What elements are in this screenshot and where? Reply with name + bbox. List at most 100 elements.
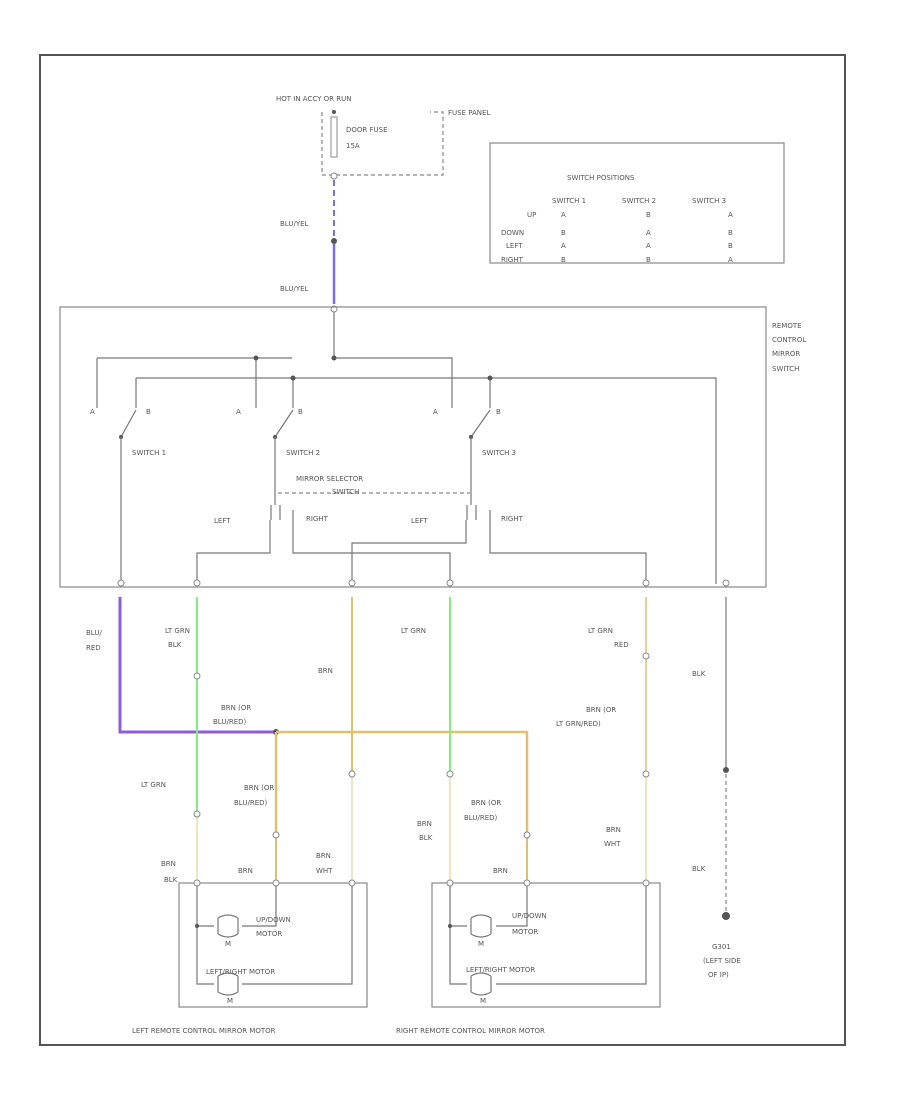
switch-2-label: SWITCH 2 xyxy=(286,449,320,457)
switch-bus-lower xyxy=(135,377,717,584)
fuse-icon xyxy=(330,116,338,158)
switch-pin xyxy=(642,579,650,587)
wire-label: BRN xyxy=(606,826,621,834)
remote-control-mirror-switch xyxy=(59,306,767,588)
wire-label: BLK xyxy=(419,834,433,842)
selector-right-2: RIGHT xyxy=(501,515,524,523)
wire-label: BLU/RED) xyxy=(464,814,498,822)
ground-point xyxy=(722,912,730,920)
table-row-label: DOWN xyxy=(501,229,524,237)
ground-desc-1: (LEFT SIDE xyxy=(703,957,741,965)
switch-pin xyxy=(348,579,356,587)
up-down-label-1: UP/DOWN xyxy=(512,912,547,920)
ground-id: G301 xyxy=(712,943,731,951)
table-cell: B xyxy=(646,211,651,219)
switch-pin xyxy=(446,579,454,587)
table-cell: B xyxy=(728,229,733,237)
table-cell: A xyxy=(646,229,651,237)
table-cell: A xyxy=(561,211,566,219)
wire-label: WHT xyxy=(604,840,621,848)
motor-m: M xyxy=(227,997,233,1005)
table-cell: B xyxy=(561,256,566,264)
wire-label: BRN xyxy=(417,820,432,828)
wire-label: BRN xyxy=(493,867,508,875)
right-remote-control-mirror-motor: M UP/DOWN MOTOR M LEFT/RIGHT MOTOR xyxy=(431,879,661,1008)
inline-connector xyxy=(193,810,201,818)
table-row-label: LEFT xyxy=(506,242,523,250)
fuse-panel-outline xyxy=(321,111,444,176)
up-down-motor: M UP/DOWN MOTOR xyxy=(470,912,547,948)
left-remote-control-mirror-motor: M UP/DOWN MOTOR M LEFT/RIGHT MOTOR xyxy=(178,879,368,1008)
inline-connector xyxy=(272,831,280,839)
inline-connector xyxy=(348,770,356,778)
splice-blu-yel xyxy=(331,238,337,244)
inline-connector xyxy=(523,831,531,839)
inline-connector xyxy=(446,770,454,778)
table-cell: A xyxy=(646,242,651,250)
switch-3: A B SWITCH 3 xyxy=(433,408,516,505)
motor-m: M xyxy=(225,940,231,948)
wire-label: LT GRN xyxy=(165,627,190,635)
wire-label: BRN xyxy=(238,867,253,875)
wire-label: BLU/ xyxy=(86,629,102,637)
mirror-selector-label-1: MIRROR SELECTOR xyxy=(296,475,363,483)
wire-label: LT GRN xyxy=(588,627,613,635)
selector-left-1: LEFT xyxy=(214,517,231,525)
left-mirror-motor-label: LEFT REMOTE CONTROL MIRROR MOTOR xyxy=(132,1027,276,1035)
wire-label: LT GRN/RED) xyxy=(556,720,601,728)
table-row-label: RIGHT xyxy=(501,256,524,264)
wire-label: BLK xyxy=(692,670,706,678)
up-down-label-2: MOTOR xyxy=(256,930,282,938)
wire-label: BRN (OR xyxy=(471,799,501,807)
up-down-motor: M UP/DOWN MOTOR xyxy=(217,914,291,948)
wire-label: BRN xyxy=(318,667,333,675)
wire-label: BRN (OR xyxy=(244,784,274,792)
motor-m: M xyxy=(480,997,486,1005)
wire-label: BLU/RED) xyxy=(213,718,247,726)
selector-left-2: LEFT xyxy=(411,517,428,525)
wire-label: LT GRN xyxy=(141,781,166,789)
table-col-switch-2: SWITCH 2 xyxy=(622,197,656,205)
right-mirror-motor-label: RIGHT REMOTE CONTROL MIRROR MOTOR xyxy=(396,1027,545,1035)
switch-2-pos-b: B xyxy=(298,408,303,416)
switch-bus-upper xyxy=(96,312,453,408)
ground-desc-2: OF IP) xyxy=(708,971,729,979)
table-cell: A xyxy=(728,211,733,219)
left-right-label: LEFT/RIGHT MOTOR xyxy=(206,968,275,976)
inline-connector xyxy=(642,652,650,660)
wire-label: BLK xyxy=(168,641,182,649)
switch-2-pos-a: A xyxy=(236,408,241,416)
diagram-frame xyxy=(39,54,846,1046)
fuse-name: DOOR FUSE xyxy=(346,126,388,134)
remote-switch-label-2: CONTROL xyxy=(772,336,806,344)
switch-positions-title: SWITCH POSITIONS xyxy=(567,174,635,182)
mirror-selector-label-2: SWITCH xyxy=(332,488,359,496)
table-cell: A xyxy=(728,256,733,264)
left-right-motor: M LEFT/RIGHT MOTOR xyxy=(206,968,275,1005)
fuse-panel-label: FUSE PANEL xyxy=(448,109,490,117)
table-cell: B xyxy=(728,242,733,250)
blu-yel-label-1: BLU/YEL xyxy=(280,220,309,228)
selector-out-wiring xyxy=(196,510,647,580)
switch-1: A B SWITCH 1 xyxy=(90,408,166,580)
table-cell: B xyxy=(561,229,566,237)
table-cell: B xyxy=(646,256,651,264)
switch-3-pos-a: A xyxy=(433,408,438,416)
wire-label: LT GRN xyxy=(401,627,426,635)
switch-3-label: SWITCH 3 xyxy=(482,449,516,457)
switch-1-pos-a: A xyxy=(90,408,95,416)
fuse-panel-text: FUSE PANEL xyxy=(448,109,490,117)
wire-blu-red xyxy=(118,597,276,734)
wire-label: BLK xyxy=(164,876,178,884)
switch-1-pos-b: B xyxy=(146,408,151,416)
wire-label: BRN xyxy=(161,860,176,868)
left-right-label: LEFT/RIGHT MOTOR xyxy=(466,966,535,974)
wire-label: RED xyxy=(86,644,101,652)
inline-connector xyxy=(193,672,201,680)
motor-m: M xyxy=(478,940,484,948)
wire-label: BRN (OR xyxy=(221,704,251,712)
wire-label: BLU/RED) xyxy=(234,799,268,807)
table-row-label: UP xyxy=(527,211,536,219)
up-down-label-2: MOTOR xyxy=(512,928,538,936)
